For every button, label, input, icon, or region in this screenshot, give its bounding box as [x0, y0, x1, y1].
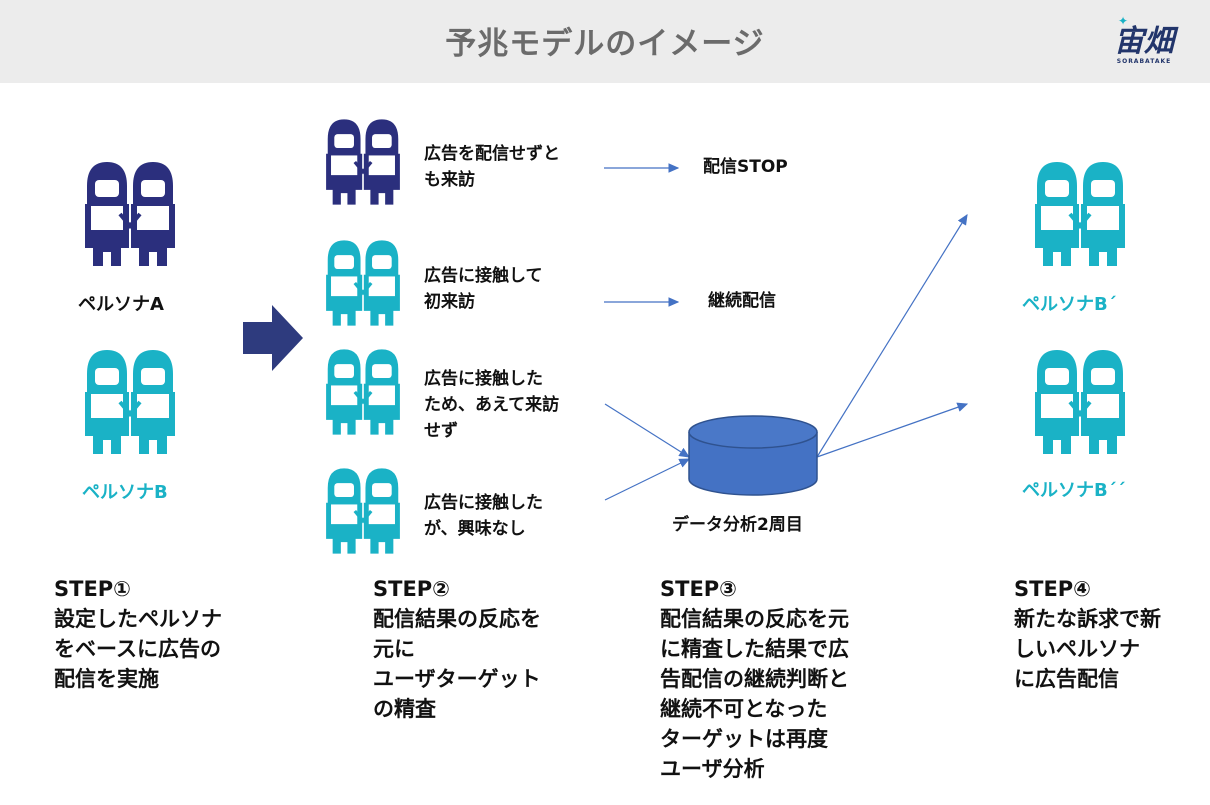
- persona-b-figure: [85, 350, 175, 454]
- person-pair-icon: [326, 468, 400, 554]
- response-2-text: 広告に接触して初来訪: [424, 266, 543, 312]
- arrow-db-to-b2: [816, 402, 969, 458]
- response-1-figure: [326, 119, 400, 205]
- response-3-text: 広告に接触したため、あえて来訪せず: [424, 369, 560, 441]
- response-4-figure: [326, 468, 400, 554]
- persona-b1-label: ペルソナB´: [1022, 294, 1117, 315]
- header-bar: [0, 0, 1210, 83]
- person-pair-icon: [326, 240, 400, 326]
- result-stop-label: 配信STOP: [703, 157, 788, 177]
- result-continue-label: 継続配信: [708, 291, 776, 311]
- person-pair-icon: [1035, 162, 1125, 266]
- person-pair-icon: [326, 349, 400, 435]
- person-pair-icon: [1035, 350, 1125, 454]
- persona-b-label: ペルソナB: [82, 482, 168, 503]
- persona-a-label: ペルソナA: [78, 294, 164, 315]
- arrow-response3-to-db: [604, 403, 691, 458]
- sparkle-icon: ✦: [1118, 14, 1129, 28]
- persona-b2-figure: [1035, 350, 1125, 454]
- person-pair-icon: [85, 162, 175, 266]
- person-pair-icon: [85, 350, 175, 454]
- arrow-response4-to-db: [604, 458, 691, 501]
- sorabatake-logo: ✦ 宙畑 SORABATAKE: [1104, 14, 1184, 70]
- logo-subtext: SORABATAKE: [1116, 58, 1172, 65]
- page-title: 予兆モデルのイメージ: [445, 26, 765, 62]
- persona-b2-label: ペルソナB´´: [1022, 480, 1126, 501]
- persona-a-figure: [85, 162, 175, 266]
- response-4-text: 広告に接触したが、興味なし: [424, 493, 543, 539]
- logo-wordmark: 宙畑: [1114, 24, 1174, 59]
- persona-b1-figure: [1035, 162, 1125, 266]
- database-label: データ分析2周目: [672, 515, 803, 535]
- step-arrow-icon: [243, 305, 303, 371]
- response-3-figure: [326, 349, 400, 435]
- arrow-db-to-b1: [816, 213, 968, 458]
- response-2-figure: [326, 240, 400, 326]
- person-pair-icon: [326, 119, 400, 205]
- database-icon: [688, 415, 818, 496]
- response-1-text: 広告を配信せずとも来訪: [424, 144, 560, 190]
